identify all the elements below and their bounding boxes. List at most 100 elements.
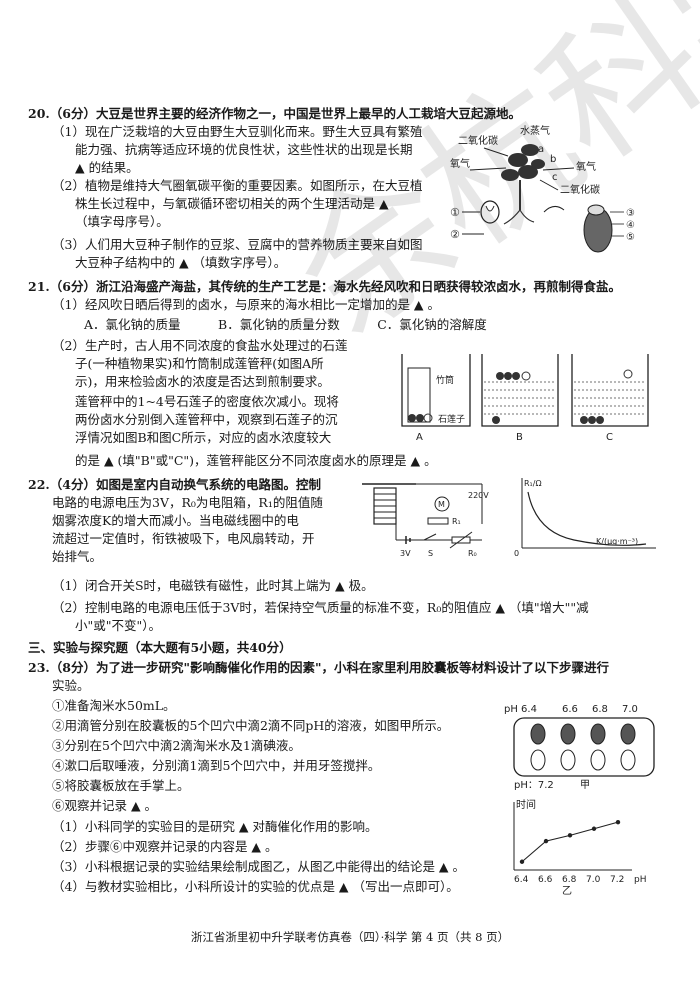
label-r0: R₀ <box>468 549 477 558</box>
arrow-o2-out <box>469 167 507 171</box>
label-jia: 甲 <box>580 780 590 790</box>
q23-step-5: ⑤将胶囊板放在手掌上。 <box>52 778 190 793</box>
q20-3-line-b: 大豆种子结构中的 ▲ （填数字序号）。 <box>75 255 287 270</box>
ph-top-2: 6.8 <box>592 704 608 715</box>
graph-ylabel: R₁/Ω <box>524 479 542 488</box>
chart-tick-1: 6.6 <box>538 875 553 885</box>
q23-step-4: ④漱口后取唾液，分别滴1滴到5个凹穴中，并用牙签搅拌。 <box>52 758 381 773</box>
beaker-b: B <box>481 354 559 443</box>
label-lotus: 石莲子 <box>438 413 465 425</box>
label-3v: 3V <box>400 549 411 558</box>
arrow-germinate <box>543 206 565 213</box>
label-r1: R₁ <box>452 517 461 526</box>
seedling-icon <box>480 200 500 224</box>
q21-2-line-g: 的是 ▲ (填"B"或"C")，莲管秤能区分不同浓度卤水的原理是 ▲ 。 <box>75 453 437 468</box>
graph-origin: 0 <box>514 549 519 558</box>
chart-point-3 <box>591 826 597 831</box>
chart-tick-4: 7.2 <box>610 875 624 885</box>
q21-2-line-a: （2）生产时，古人用不同浓度的食盐水处理过的石莲 <box>52 338 348 353</box>
fig20-num-5: ⑤ <box>626 232 635 243</box>
fig20-water-vapor: 水蒸气 <box>520 124 550 137</box>
arrow-co2-right <box>539 179 559 191</box>
fig20-num-3: ③ <box>626 208 635 219</box>
q22-line-d: 流超过一定值时，衔铁被吸下，电风扇转动，开 <box>52 531 315 546</box>
ph-top-3: 7.0 <box>622 704 638 715</box>
fig20-co2-right: 二氧化碳 <box>560 183 600 196</box>
chart-xlabel: pH <box>634 875 646 885</box>
chart-point-2 <box>567 833 573 838</box>
q20-1-line-a: （1）现在广泛栽培的大豆由野生大豆驯化而来。野生大豆具有繁殖 <box>52 124 423 139</box>
q21-1: （1）经风吹日晒后得到的卤水，与原来的海水相比一定增加的是 ▲ 。 <box>52 297 441 312</box>
q21-2-line-f: 浮情况如图B和图C所示，对应的卤水浓度较大 <box>75 430 332 445</box>
ph-top-0: pH 6.4 <box>504 704 537 715</box>
switch-icon <box>423 533 437 541</box>
q23-2: （2）步骤⑥中观察并记录的内容是 ▲ 。 <box>52 839 278 854</box>
graph-xlabel: K/(μg·m⁻³) <box>596 537 638 546</box>
circuit-diagram: 220V M R₁ 3V S R₀ <box>362 483 489 558</box>
arrow-co2-in <box>483 147 509 157</box>
label-b: B <box>516 432 523 443</box>
q23-1: （1）小科同学的实验目的是研究 ▲ 对酶催化作用的影响。 <box>52 819 378 834</box>
page-footer: 浙江省浙里初中升学联考仿真卷（四）·科学 第 4 页（共 8 页） <box>190 930 510 944</box>
fig20-o2-right: 氧气 <box>576 160 596 173</box>
label-motor: M <box>438 500 445 509</box>
q21-options: A．氯化钠的质量 B．氯化钠的质量分数 C．氯化钠的溶解度 <box>84 317 487 332</box>
q23-4: （4）与教材实验相比，小科所设计的实验的优点是 ▲ （写出一点即可）。 <box>52 879 459 894</box>
chart-point-4 <box>615 819 621 825</box>
plant-leaves-icon <box>501 144 545 225</box>
arrow-o2-right <box>542 167 575 171</box>
fig20-co2-left: 二氧化碳 <box>458 134 498 147</box>
q22-2-line-b: 小"或"不变"）。 <box>75 618 161 633</box>
ph-bottom: pH：7.2 <box>514 780 554 790</box>
fig20-label-c: c <box>552 172 558 183</box>
q22-line-c: 烟雾浓度K的增大而减小。当电磁线圈中的电 <box>52 513 299 528</box>
q22-title: 22.（4分）如图是室内自动换气系统的电路图。控制 <box>28 477 321 492</box>
soybean-figure: 二氧化碳 水蒸气 氧气 氧气 二氧化碳 a b c ① ② ③ <box>450 124 635 253</box>
q23-step-1: ①准备淘米水50mL。 <box>52 698 176 713</box>
r1-k-graph: R₁/Ω K/(μg·m⁻³) 0 <box>514 478 656 558</box>
chart-point-0 <box>519 859 525 864</box>
q20-2-line-a: （2）植物是维持大气圈氧碳平衡的重要因素。如图所示，在大豆植 <box>52 178 423 193</box>
q20-1-line-c: ▲ 的结果。 <box>75 160 139 175</box>
fig20-num-2: ② <box>450 228 460 241</box>
label-bamboo: 竹筒 <box>436 374 454 386</box>
ph-top-1: 6.6 <box>562 704 578 715</box>
fig20-label-b: b <box>550 154 556 165</box>
q20-3-line-a: （3）人们用大豆种子制作的豆浆、豆腐中的营养物质主要来自如图 <box>52 237 423 252</box>
q21-2-line-b: 子(一种植物果实)和竹筒制成莲管秤(如图A所 <box>75 356 324 371</box>
q22-line-e: 始排气。 <box>52 549 103 564</box>
lotus-tube-figure: 竹筒 石莲子 A B <box>401 354 649 443</box>
q21-2-line-c: 示)，用来检验卤水的浓度是否达到煎制要求。 <box>75 374 330 389</box>
chart-tick-3: 7.0 <box>586 875 601 885</box>
q21-2-line-d: 莲管秤中的1~4号石莲子的密度依次减小。现将 <box>75 394 339 409</box>
fig20-o2-left: 氧气 <box>450 157 470 170</box>
beaker-c: C <box>571 354 649 443</box>
section-3-title: 三、实验与探究题（本大题有5小题，共40分） <box>28 640 292 655</box>
capsule-plate-figure: pH 6.4 6.6 6.8 7.0 pH：7.2 甲 <box>504 704 655 790</box>
q23-step-2: ②用滴管分别在胶囊板的5个凹穴中滴2滴不同pH的溶液，如图甲所示。 <box>52 718 450 733</box>
q21-2-line-e: 两份卤水分别倒入莲管秤中，观察到石莲子的沉 <box>75 412 338 427</box>
label-yi: 乙 <box>562 885 572 896</box>
q23-step-6: ⑥观察并记录 ▲ 。 <box>52 798 158 813</box>
r1-resistor <box>427 517 449 525</box>
q23-title: 23.（8分）为了进一步研究"影响酶催化作用的因素"，小科在家里利用胶囊板等材料… <box>28 660 609 675</box>
label-a: A <box>416 432 423 443</box>
q23-line-b: 实验。 <box>52 678 90 693</box>
chart-series-line <box>521 821 619 863</box>
r1-curve <box>527 491 647 546</box>
fig20-num-1: ① <box>450 206 460 219</box>
fig20-label-a: a <box>538 144 544 155</box>
chart-ylabel: 时间 <box>516 798 536 811</box>
chart-point-1 <box>543 838 549 844</box>
beaker-a: 竹筒 石莲子 A <box>401 354 471 443</box>
q20-1-line-b: 能力强、抗病等适应环境的优良性状，这些性状的出现是长期 <box>75 142 413 157</box>
q22-1: （1）闭合开关S时，电磁铁有磁性，此时其上端为 ▲ 极。 <box>52 578 374 593</box>
label-c: C <box>606 432 613 443</box>
q20-title: 20.（6分）大豆是世界主要的经济作物之一，中国是世界上最早的人工栽培大豆起源地… <box>28 106 521 121</box>
q23-step-3: ③分别在5个凹穴中滴2滴淘米水及1滴碘液。 <box>52 738 301 753</box>
motor-icon <box>434 496 450 512</box>
q22-line-b: 电路的电源电压为3V，R₀为电阻箱，R₁的阻值随 <box>52 495 323 510</box>
q20-2-line-b: 株生长过程中，与氧碳循环密切相关的两个生理活动是 ▲ <box>75 196 389 211</box>
